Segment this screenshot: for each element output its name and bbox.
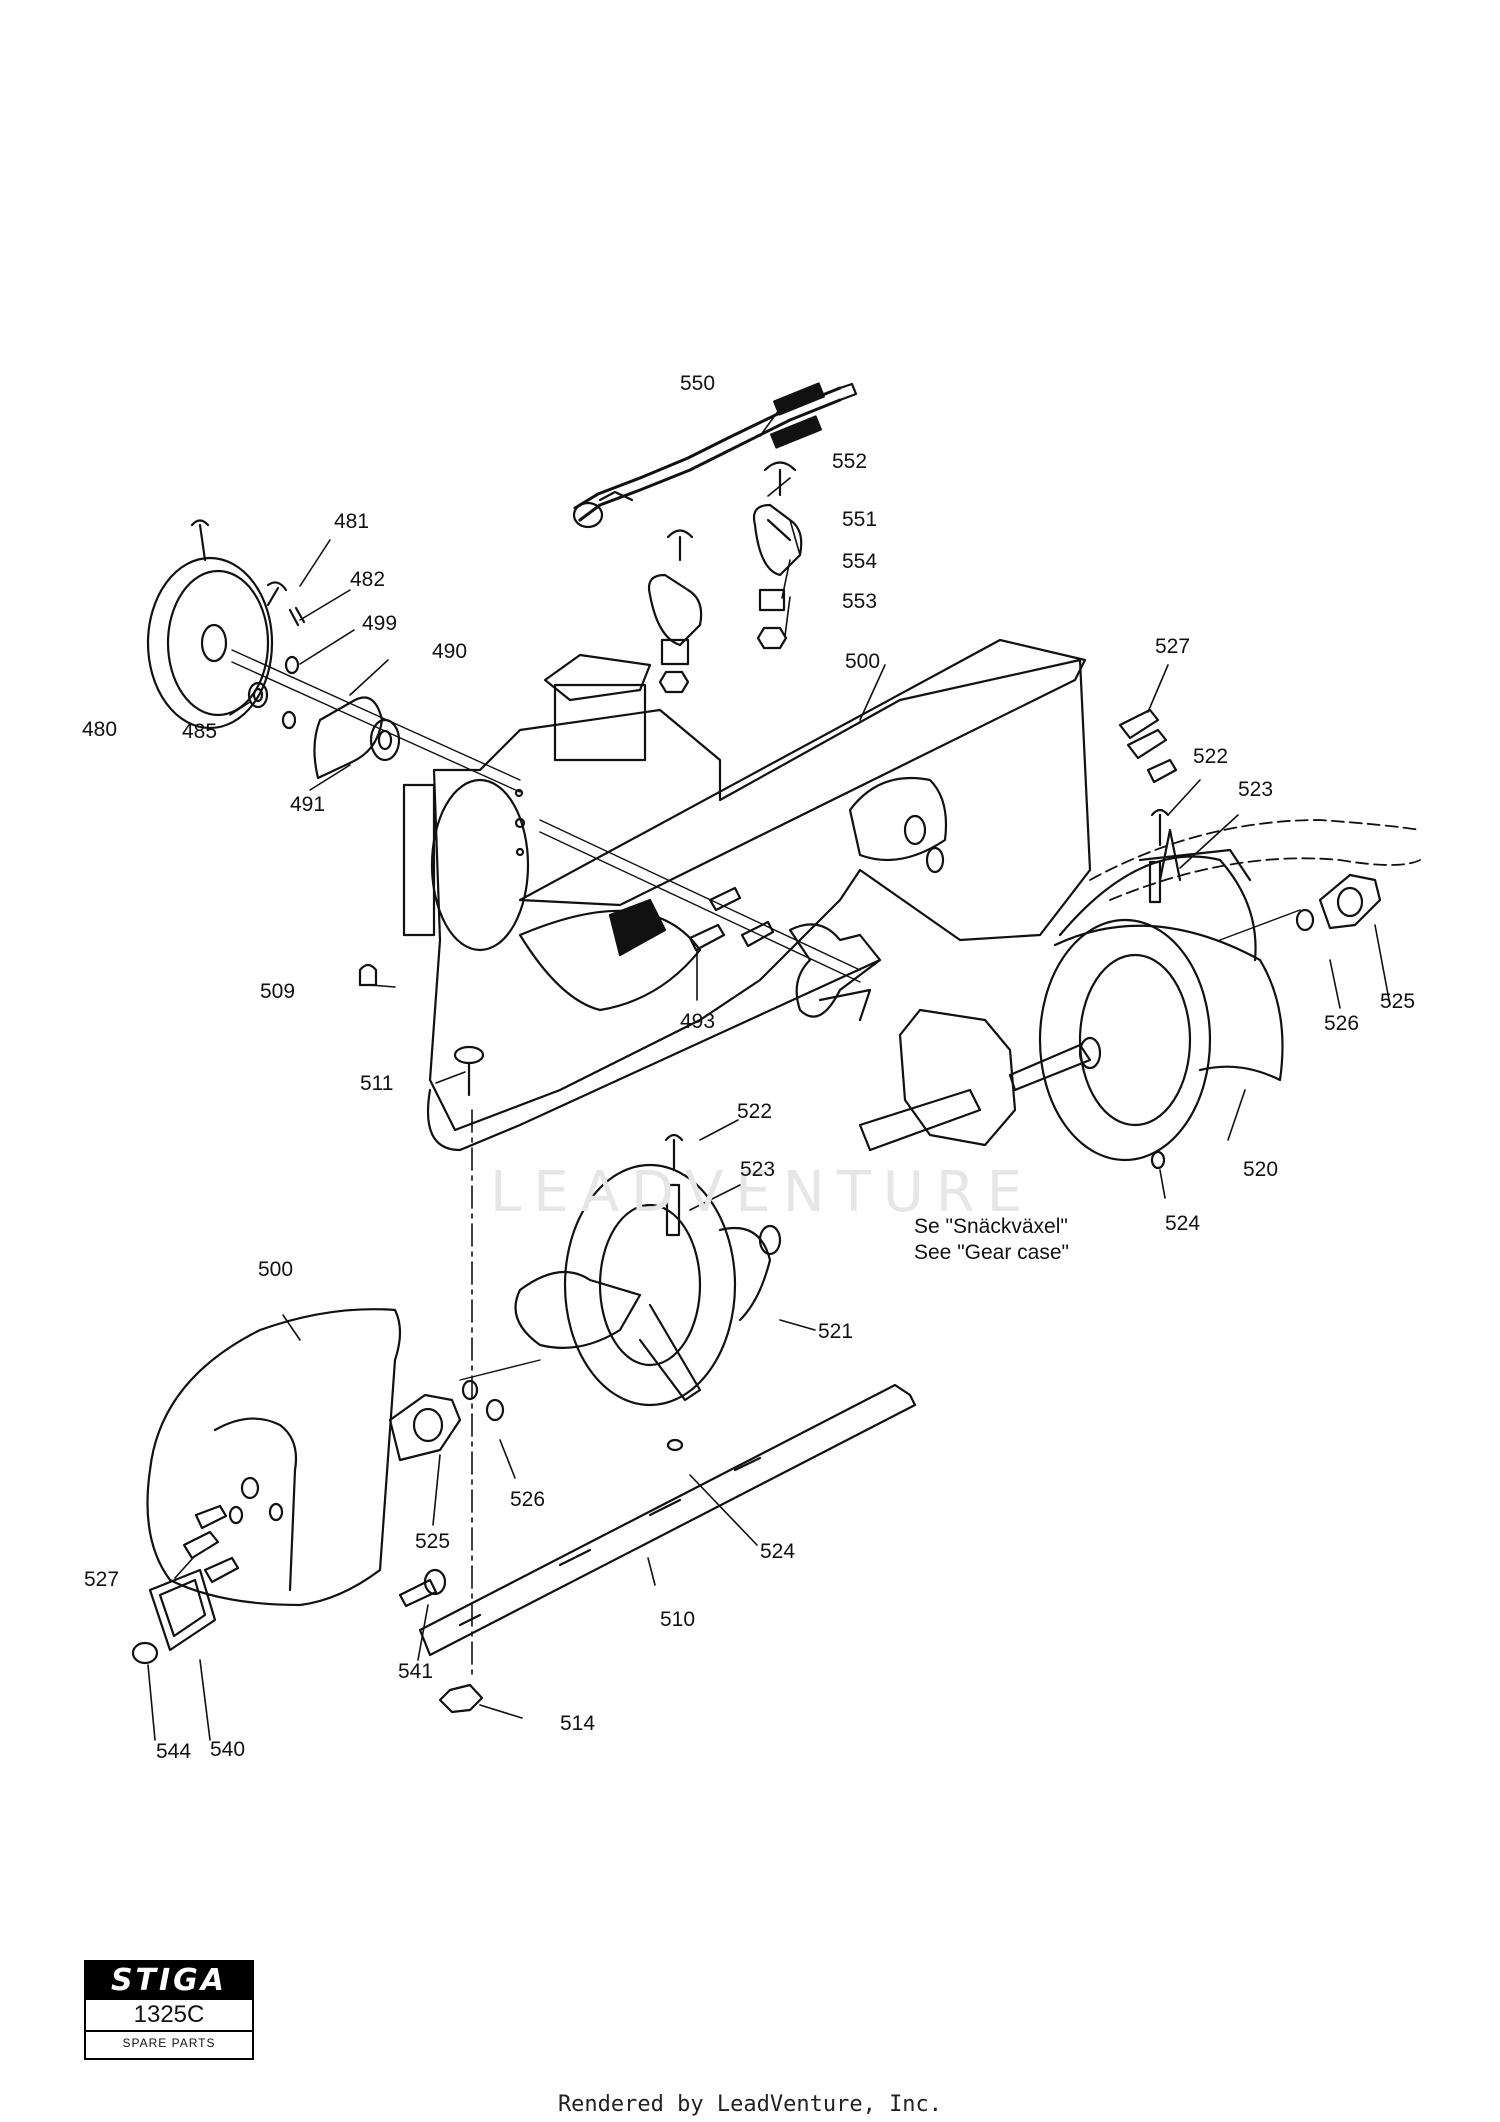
part-label-541: 541: [398, 1660, 434, 1683]
side-plate-500: [146, 1308, 402, 1607]
auger-housing-500: [402, 638, 1092, 1152]
footer-credit: Rendered by LeadVenture, Inc.: [557, 2092, 943, 2117]
bearing-flange-right: [1219, 873, 1382, 941]
part-label-482: 482: [350, 568, 386, 591]
part-label-521: 521: [818, 1320, 854, 1343]
pulley-480: [146, 519, 274, 730]
auger-flight-dashed: [1089, 819, 1421, 901]
part-label-510: 510: [660, 1608, 696, 1631]
gear-case-note: Se "Snäckväxel" See "Gear case": [914, 1214, 1069, 1266]
part-label-525-right: 525: [1380, 990, 1416, 1013]
part-label-514: 514: [560, 1712, 596, 1735]
part-label-526-left: 526: [510, 1488, 546, 1511]
part-label-481: 481: [334, 510, 370, 533]
part-label-527-right: 527: [1155, 635, 1191, 658]
gear-case: [858, 1008, 1102, 1152]
part-label-509: 509: [260, 980, 296, 1003]
hardware-493: [688, 886, 775, 952]
leader-lines: [147, 394, 1391, 1741]
spare-parts-caption: SPARE PARTS: [122, 2036, 216, 2050]
part-label-554: 554: [842, 550, 878, 573]
stiga-logo: STIGA: [86, 1962, 252, 2000]
part-label-524-left: 524: [760, 1540, 796, 1563]
part-label-526-right: 526: [1324, 1012, 1360, 1035]
part-label-491: 491: [290, 793, 326, 816]
model-number: 1325C: [86, 2000, 252, 2032]
clamp-assembly-left: [647, 529, 703, 694]
part-label-500-top: 500: [845, 650, 881, 673]
part-label-550: 550: [680, 372, 716, 395]
gear-case-note-english: See "Gear case": [914, 1241, 1069, 1264]
carriage-bolt-541: [398, 1568, 447, 1608]
impeller-blade: [788, 923, 882, 1022]
part-label-553: 553: [842, 590, 878, 613]
part-label-527-left: 527: [84, 1568, 120, 1591]
part-label-551: 551: [842, 508, 878, 531]
part-label-524-right: 524: [1165, 1212, 1201, 1235]
small-hardware-left: [247, 581, 306, 730]
part-label-522-left: 522: [737, 1100, 773, 1123]
clamp-assembly-right: [752, 461, 803, 650]
scraper-bar-510: [418, 1383, 917, 1657]
part-label-540: 540: [210, 1738, 246, 1761]
bolts-527-left: [182, 1504, 240, 1584]
nut-544: [131, 1641, 159, 1665]
part-label-523-right: 523: [1238, 778, 1274, 801]
part-label-480: 480: [82, 718, 118, 741]
auger-521: [514, 1163, 782, 1407]
part-label-523-left: 523: [740, 1158, 776, 1181]
auger-520: [1038, 828, 1284, 1162]
part-label-544: 544: [156, 1740, 192, 1763]
part-label-522-right: 522: [1193, 745, 1229, 768]
bolts-527-right: [1118, 708, 1178, 784]
part-label-525-left: 525: [415, 1530, 451, 1553]
bearing-flange-left: [388, 1359, 541, 1462]
part-label-499: 499: [362, 612, 398, 635]
shear-pin-left: [664, 1133, 684, 1237]
brand-block: STIGA 1325C SPARE PARTS: [84, 1960, 254, 2060]
part-label-490: 490: [432, 640, 468, 663]
gear-case-note-swedish: Se "Snäckväxel": [914, 1215, 1068, 1238]
nut-514: [438, 1683, 484, 1714]
part-label-520: 520: [1243, 1158, 1279, 1181]
shear-pin-right: [1148, 808, 1170, 1170]
skid-shoe-540: [148, 1568, 217, 1652]
watermark: LEADVENTURE: [490, 1160, 1035, 1225]
shaft-lines: [231, 649, 861, 983]
part-label-485: 485: [182, 720, 218, 743]
part-label-500-bottom: 500: [258, 1258, 294, 1281]
bearing-490-491: [313, 696, 401, 780]
part-label-552: 552: [832, 450, 868, 473]
part-label-511: 511: [360, 1072, 394, 1095]
handle-550: [572, 382, 858, 529]
part-label-493: 493: [680, 1010, 716, 1033]
hardware-509: [358, 963, 378, 987]
hardware-511: [453, 1045, 485, 1097]
